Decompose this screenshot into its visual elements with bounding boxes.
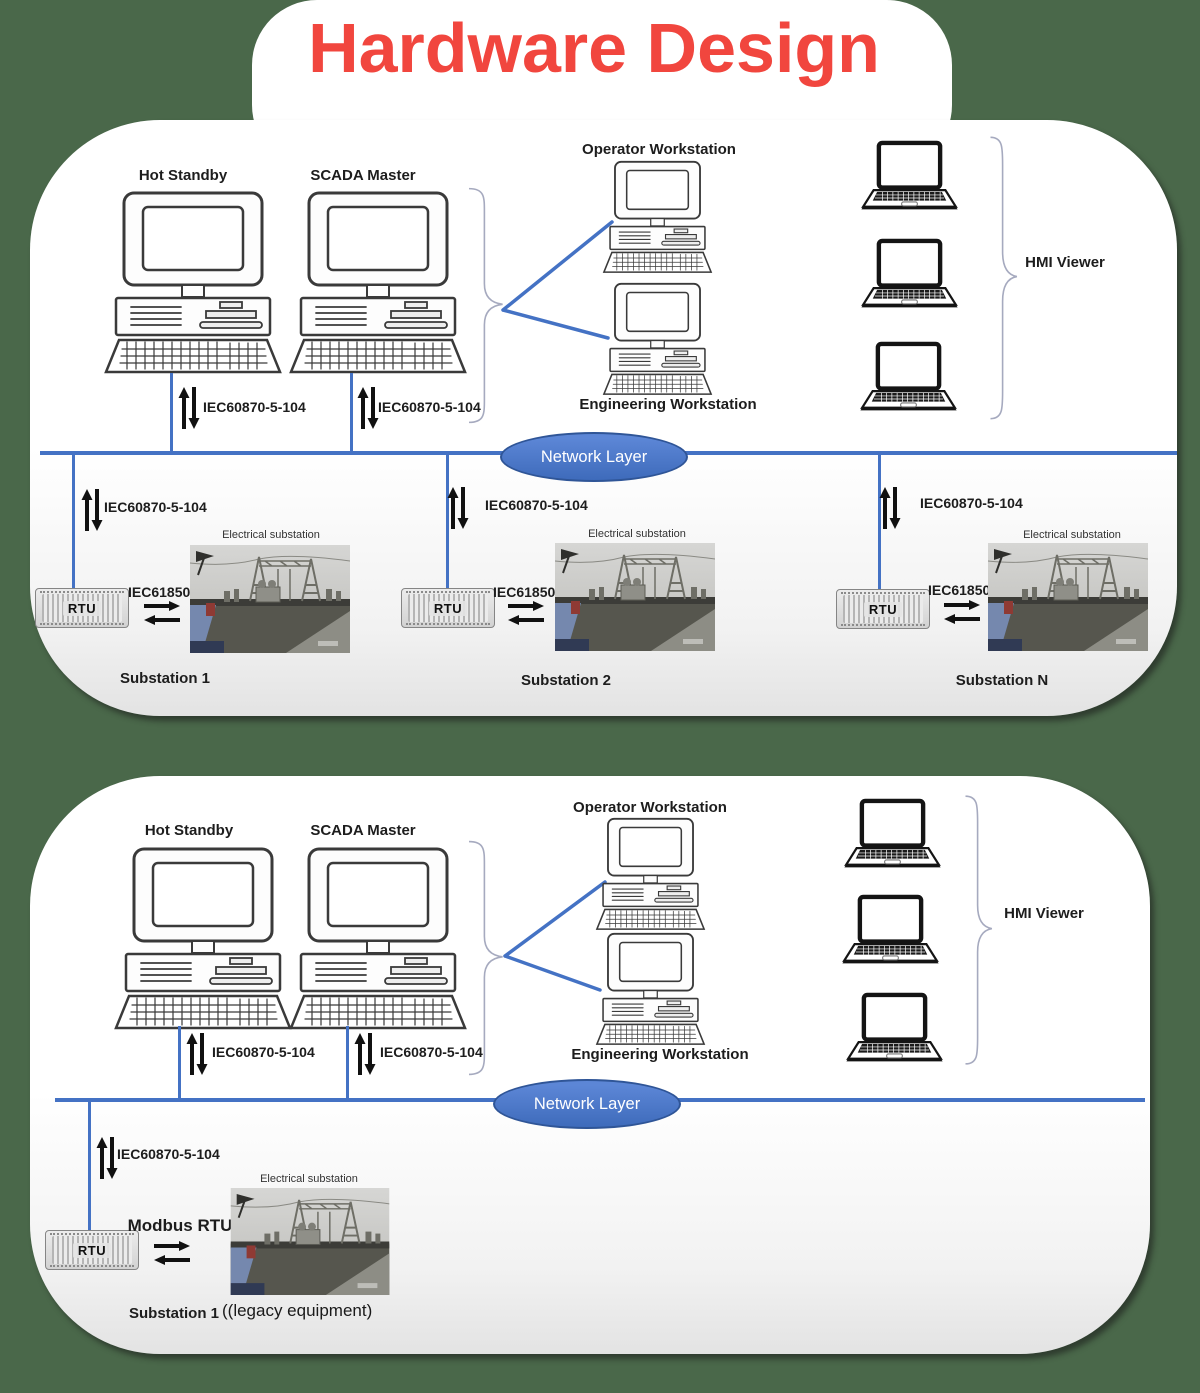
panel-substations-iec: Hot Standby SCADA Master Operator Workst… bbox=[30, 120, 1177, 716]
desktop-computer-icon bbox=[595, 817, 706, 931]
curly-brace bbox=[964, 795, 993, 1065]
protocol-label: IEC60870-5-104 bbox=[104, 499, 207, 515]
operator-workstation-label: Operator Workstation bbox=[582, 141, 736, 158]
hmi-viewer-label: HMI Viewer bbox=[1025, 254, 1105, 271]
network-layer-node: Network Layer bbox=[493, 1079, 681, 1129]
engineering-workstation-label: Engineering Workstation bbox=[571, 1046, 749, 1063]
up-down-arrows-icon bbox=[79, 487, 105, 533]
laptop-icon bbox=[857, 236, 962, 314]
network-layer-node: Network Layer bbox=[500, 432, 688, 482]
connection-line bbox=[878, 453, 881, 590]
substation-photo bbox=[190, 545, 350, 653]
protocol-label: IEC60870-5-104 bbox=[378, 399, 481, 415]
rtu-device: RTU bbox=[35, 588, 129, 628]
hot-standby-label: Hot Standby bbox=[144, 822, 234, 839]
substation-name: Substation 1 bbox=[128, 1305, 220, 1322]
connection-line bbox=[178, 1026, 181, 1102]
substation-photo-caption: Electrical substation bbox=[260, 1173, 358, 1185]
engineering-workstation-label: Engineering Workstation bbox=[579, 396, 757, 413]
protocol-label: IEC60870-5-104 bbox=[117, 1146, 220, 1162]
hot-standby-label: Hot Standby bbox=[138, 167, 228, 184]
up-down-arrows-icon bbox=[184, 1031, 210, 1077]
protocol-label: IEC60870-5-104 bbox=[212, 1044, 315, 1060]
rtu-label: RTU bbox=[62, 600, 102, 616]
substation-photo-caption: Electrical substation bbox=[588, 528, 686, 540]
substation-photo bbox=[555, 543, 715, 651]
desktop-computer-icon bbox=[595, 932, 706, 1046]
legacy-equipment-note: ((legacy equipment) bbox=[222, 1301, 373, 1320]
rtu-device: RTU bbox=[836, 589, 930, 629]
connection-line bbox=[446, 453, 449, 590]
network-layer-label: Network Layer bbox=[533, 1094, 641, 1113]
protocol-label: Modbus RTU bbox=[127, 1216, 233, 1235]
protocol-label: IEC60870-5-104 bbox=[203, 399, 306, 415]
rtu-device: RTU bbox=[401, 588, 495, 628]
protocol-label: IEC60870-5-104 bbox=[485, 497, 588, 513]
up-down-arrows-icon bbox=[445, 485, 471, 531]
network-branch-lines bbox=[501, 220, 614, 340]
left-right-arrows-icon bbox=[506, 599, 546, 627]
up-down-arrows-icon bbox=[352, 1031, 378, 1077]
connection-line bbox=[72, 453, 75, 590]
desktop-computer-icon bbox=[289, 847, 467, 1030]
network-branch-lines bbox=[503, 880, 607, 992]
substation-name: Substation 1 bbox=[119, 670, 211, 687]
desktop-computer-icon bbox=[114, 847, 292, 1030]
laptop-icon bbox=[840, 796, 945, 874]
substation-photo-caption: Electrical substation bbox=[1023, 529, 1121, 541]
substation-name: Substation 2 bbox=[520, 672, 612, 689]
connection-line bbox=[170, 373, 173, 453]
rtu-device: RTU bbox=[45, 1230, 139, 1270]
desktop-computer-icon bbox=[602, 160, 713, 274]
panel-legacy: Hot Standby SCADA Master Operator Workst… bbox=[30, 776, 1150, 1354]
desktop-computer-icon bbox=[104, 191, 282, 374]
laptop-icon bbox=[856, 339, 961, 417]
protocol-label: IEC61850 bbox=[493, 584, 556, 600]
left-right-arrows-icon bbox=[942, 598, 982, 626]
protocol-label: IEC60870-5-104 bbox=[920, 495, 1023, 511]
substation-name: Substation N bbox=[955, 672, 1049, 689]
substation-photo-caption: Electrical substation bbox=[222, 529, 320, 541]
up-down-arrows-icon bbox=[176, 385, 202, 431]
substation-photo bbox=[230, 1188, 390, 1295]
connection-line bbox=[88, 1100, 91, 1232]
scada-master-label: SCADA Master bbox=[310, 167, 416, 184]
rtu-label: RTU bbox=[72, 1242, 112, 1258]
curly-brace bbox=[989, 136, 1018, 420]
up-down-arrows-icon bbox=[877, 485, 903, 531]
rtu-label: RTU bbox=[863, 601, 903, 617]
connection-line bbox=[346, 1026, 349, 1102]
hmi-viewer-label: HMI Viewer bbox=[1004, 905, 1084, 922]
desktop-computer-icon bbox=[602, 282, 713, 396]
desktop-computer-icon bbox=[289, 191, 467, 374]
protocol-label: IEC61850 bbox=[128, 584, 191, 600]
laptop-icon bbox=[838, 892, 943, 970]
laptop-icon bbox=[842, 990, 947, 1068]
network-layer-label: Network Layer bbox=[540, 447, 648, 466]
page-title: Hardware Design bbox=[308, 9, 880, 87]
scada-master-label: SCADA Master bbox=[310, 822, 416, 839]
operator-workstation-label: Operator Workstation bbox=[573, 799, 727, 816]
left-right-arrows-icon bbox=[152, 1239, 192, 1267]
protocol-label: IEC60870-5-104 bbox=[380, 1044, 483, 1060]
substation-photo bbox=[988, 543, 1148, 651]
protocol-label: IEC61850 bbox=[928, 582, 991, 598]
left-right-arrows-icon bbox=[142, 599, 182, 627]
connection-line bbox=[350, 373, 353, 453]
rtu-label: RTU bbox=[428, 600, 468, 616]
laptop-icon bbox=[857, 138, 962, 216]
